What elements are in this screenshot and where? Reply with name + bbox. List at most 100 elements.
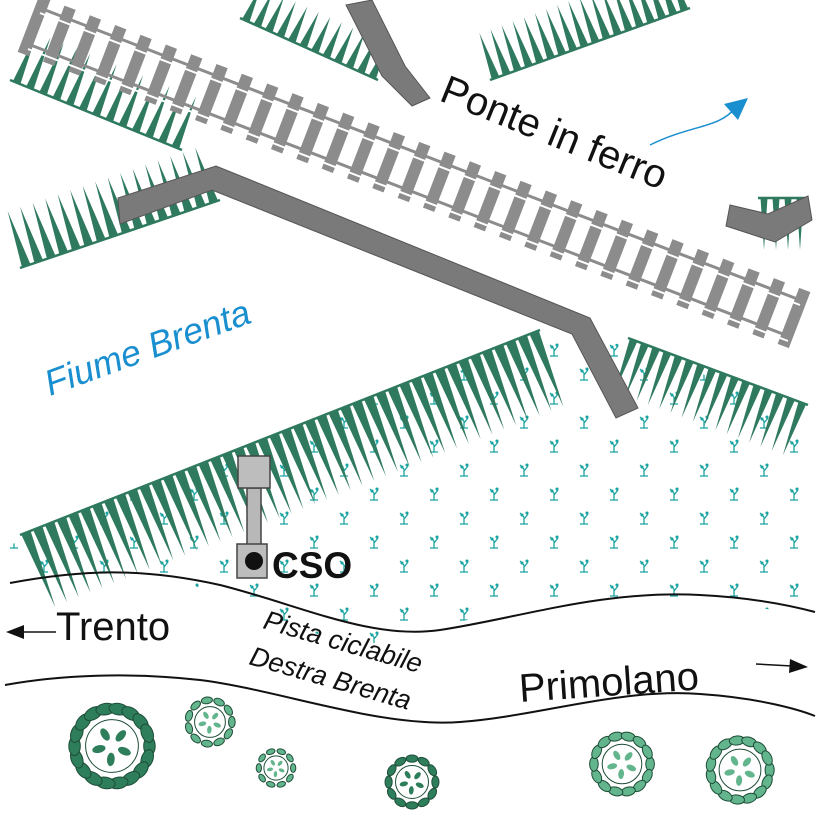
bank-spike: [604, 0, 622, 36]
bank-spike: [45, 198, 69, 255]
bank-spike: [704, 372, 728, 427]
railway-tie: [42, 5, 76, 66]
railway-tie: [270, 93, 304, 154]
railway-tie: [118, 34, 152, 96]
cso-label: CSO: [272, 545, 352, 586]
shrubs: [68, 696, 775, 810]
bank-spike: [458, 358, 493, 435]
bank-spike: [103, 498, 138, 575]
bank-spike: [580, 0, 600, 44]
railway-tie: [68, 15, 102, 76]
cso-outfall-icon: [236, 455, 271, 579]
bank-spike: [322, 22, 342, 59]
bank-spike: [127, 488, 162, 566]
bank-spike: [641, 0, 655, 24]
bank-spike: [293, 423, 328, 500]
bank-spike: [399, 381, 434, 459]
arrow-left-icon: [6, 625, 56, 639]
bank-spike: [328, 409, 363, 486]
railway-tie: [701, 258, 735, 319]
railway-tie: [245, 83, 279, 144]
bank-spike: [299, 11, 319, 49]
bank-spike: [68, 512, 103, 589]
bank-spike: [782, 401, 807, 456]
railway-tie: [169, 54, 203, 115]
railway-tie: [574, 209, 608, 271]
bank-spike: [265, 0, 284, 33]
bank-spike: [340, 405, 375, 482]
railway-tie: [676, 248, 710, 310]
railway-tie: [144, 44, 178, 105]
bank-spike: [568, 0, 589, 48]
bridge-deck-main: [117, 165, 639, 419]
bank-spike: [70, 189, 94, 247]
bank-spike: [7, 210, 31, 268]
bank-spike: [33, 526, 68, 603]
bank-spike: [171, 96, 197, 149]
bank-spike: [616, 0, 633, 32]
railway-rail-right: [27, 42, 789, 338]
railway-tie: [397, 141, 431, 203]
bank-spike: [95, 181, 119, 238]
railway-rail-left: [39, 6, 801, 302]
bank-spike: [44, 521, 79, 598]
bank-spike: [434, 367, 469, 445]
river-label: Fiume Brenta: [39, 291, 256, 403]
bank-spike: [647, 351, 672, 406]
bank-spike: [625, 342, 649, 397]
bank-spike: [345, 32, 365, 69]
bank-spike: [269, 432, 304, 510]
railway-rail-left-inner: [39, 12, 801, 306]
bank-spike: [517, 335, 552, 412]
bank-spike: [316, 414, 351, 491]
bank-spike: [311, 16, 331, 54]
shrub: [255, 748, 297, 788]
bank-spike: [139, 484, 174, 561]
railway-tie: [524, 190, 558, 251]
arrow-right-icon: [755, 659, 808, 673]
bank-spike: [276, 1, 296, 38]
river-bank-hatching: [7, 0, 809, 608]
railway-tie: [777, 287, 811, 349]
bank-spike: [423, 372, 458, 449]
bridge-deck-upper: [345, 0, 431, 107]
railway-tie: [321, 112, 355, 173]
bank-spike: [304, 419, 339, 496]
bank-spike: [493, 344, 528, 421]
bank-spike: [592, 0, 611, 40]
bank-spike: [628, 0, 644, 28]
bank-spike: [387, 386, 422, 463]
bank-spike: [523, 16, 544, 64]
bank-spike: [242, 0, 257, 23]
bank-spike: [665, 0, 678, 16]
shrub: [184, 696, 236, 748]
shrub: [589, 731, 655, 797]
bank-spike: [20, 206, 44, 264]
bank-spike: [363, 395, 398, 472]
iron-bridge: [117, 0, 813, 419]
bank-spike: [163, 474, 198, 552]
bank-spike: [534, 12, 555, 60]
bank-spike: [21, 530, 56, 608]
bank-spike: [692, 368, 717, 422]
bank-spike: [288, 6, 308, 43]
bank-spike: [281, 428, 316, 505]
railway-tie: [752, 278, 786, 339]
bank-spike: [479, 32, 500, 80]
bank-spike: [32, 202, 56, 259]
bike-path: [4, 571, 816, 724]
railway-tie: [220, 73, 254, 135]
railway: [17, 0, 811, 349]
bank-spike: [80, 507, 115, 584]
shrub: [384, 754, 440, 810]
railway-rail-right-inner: [27, 48, 789, 342]
bank-spike: [57, 193, 81, 251]
flow-direction-arrow-icon: [649, 98, 748, 146]
bank-spike: [352, 400, 387, 477]
trento-label: Trento: [56, 605, 170, 649]
bank-spike: [490, 28, 511, 76]
bank-spike: [760, 393, 784, 448]
bank-spike: [670, 359, 694, 414]
